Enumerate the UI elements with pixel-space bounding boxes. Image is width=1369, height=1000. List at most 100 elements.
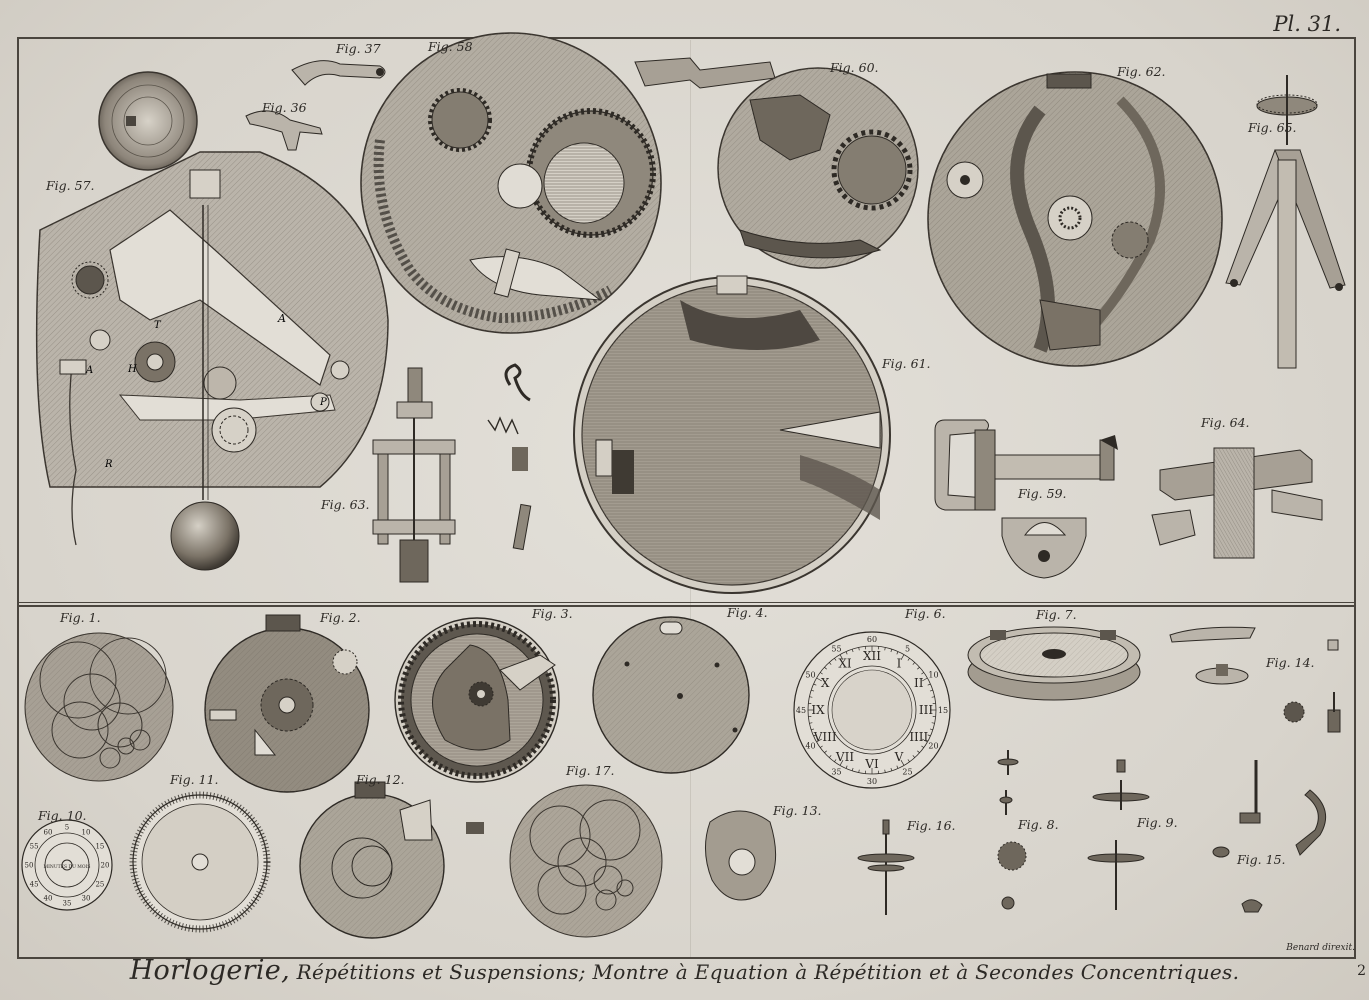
dial-minute-3: 15 [938,706,948,715]
fig10-number-3: 20 [101,862,110,870]
fig10-number-1: 10 [82,829,91,837]
dial-tick [907,759,910,763]
fig10-number-0: 5 [65,824,69,832]
fig10-number-8: 45 [30,881,39,889]
fig14-label: Fig. 14. [1266,655,1315,670]
dial-tick [819,672,823,675]
dial-tick [896,765,899,769]
dial-minute-6: 30 [867,777,877,786]
plate-border [17,37,1356,959]
dial-tick [912,755,916,758]
fig64-label: Fig. 64. [1201,415,1250,430]
dial-tick [927,683,931,686]
fig60-drawing [634,57,919,269]
svg-text:P: P [319,397,327,408]
fig61-label: Fig. 61. [882,356,931,371]
dial-tick [921,672,925,675]
fig10-number-6: 35 [63,900,72,908]
arbors-drawing [857,750,1327,915]
fig4-drawing [592,616,750,774]
fig4-label: Fig. 4. [727,605,768,620]
caption-rest: Répétitions et Suspensions; Montre à Equ… [289,960,1240,984]
dial-tick [929,728,934,731]
fig37-label: Fig. 37 [336,41,381,56]
dial-numeral-7: VII [835,750,854,764]
fig10-number-7: 40 [44,894,53,902]
dial-numeral-2: II [914,676,924,690]
fig10-center-text: MINUTES DU MOIS [44,864,91,870]
dial-numeral-10: X [821,676,830,690]
dial-tick [809,696,813,698]
dial-tick [917,750,920,754]
dial-numeral-9: IX [811,703,825,717]
fig10-number-4: 25 [95,881,104,889]
svg-text:T: T [154,320,162,331]
fig65-label: Fig. 65. [1248,120,1297,135]
fig63-label: Fig. 63. [321,497,370,512]
svg-text:A: A [277,312,286,325]
dial-tick [890,767,893,772]
fig14-drawing [1169,626,1341,733]
fig59-drawing [934,419,1118,579]
dial-tick [851,767,854,772]
fig3-label: Fig. 3. [532,606,573,621]
fig7-drawing [967,626,1141,701]
dial-tick [858,647,860,651]
fig10-number-5: 30 [82,894,91,902]
fig62-label: Fig. 62. [1117,64,1166,79]
dial-tick [813,683,817,686]
dial-tick [907,657,910,661]
fig10-number-11: 60 [44,829,53,837]
dial-tick [819,745,823,748]
dial-tick [917,666,920,670]
dial-tick [834,759,837,763]
fig60-label: Fig. 60. [830,60,879,75]
fig1-drawing [24,632,174,782]
dial-tick [921,745,925,748]
dial-tick [845,651,848,655]
dial-numeral-3: III [919,703,933,717]
fig7-label: Fig. 7. [1036,607,1077,622]
fig62-drawing [927,71,1223,367]
dial-tick [884,647,886,651]
fig12-drawing [299,781,484,939]
fig10-number-10: 55 [30,843,39,851]
fig15-label: Fig. 15. [1237,852,1286,867]
fig16-label: Fig. 16. [907,818,956,833]
dial-minute-10: 50 [805,670,815,679]
dial-ticks [808,646,936,774]
fig1-label: Fig. 1. [60,610,101,625]
dial-tick [900,654,905,660]
page-number: 2 [1357,963,1366,979]
dial-numeral-5: V [894,750,904,764]
dial-tick [839,760,844,766]
dial-tick [824,750,827,754]
fig2-drawing [204,614,370,793]
dial-tick [839,654,844,660]
fig61-drawing [573,275,891,594]
fig17-drawing [509,784,663,938]
dial-tick [912,662,916,665]
fig2-label: Fig. 2. [320,610,361,625]
fig13-drawing [705,810,777,901]
engraver-signature: Benard direxit. [1286,943,1355,953]
dial-tick [828,755,832,758]
fig3-drawing [394,617,560,783]
dial-tick [884,769,886,773]
dial-tick [845,765,848,769]
fig57-drawing: A T H R P A [35,71,389,571]
fig17-label: Fig. 17. [566,763,615,778]
dial-tick [816,677,822,682]
dial-numeral-11: XI [838,656,852,670]
dial-tick [890,648,893,653]
fig59-label: Fig. 59. [1018,486,1067,501]
dial-minute-5: 25 [902,767,912,776]
dial-minute-9: 45 [796,706,806,715]
fig12-label: Fig. 12. [356,772,405,787]
dial-tick [834,657,837,661]
dial-tick [931,696,935,698]
